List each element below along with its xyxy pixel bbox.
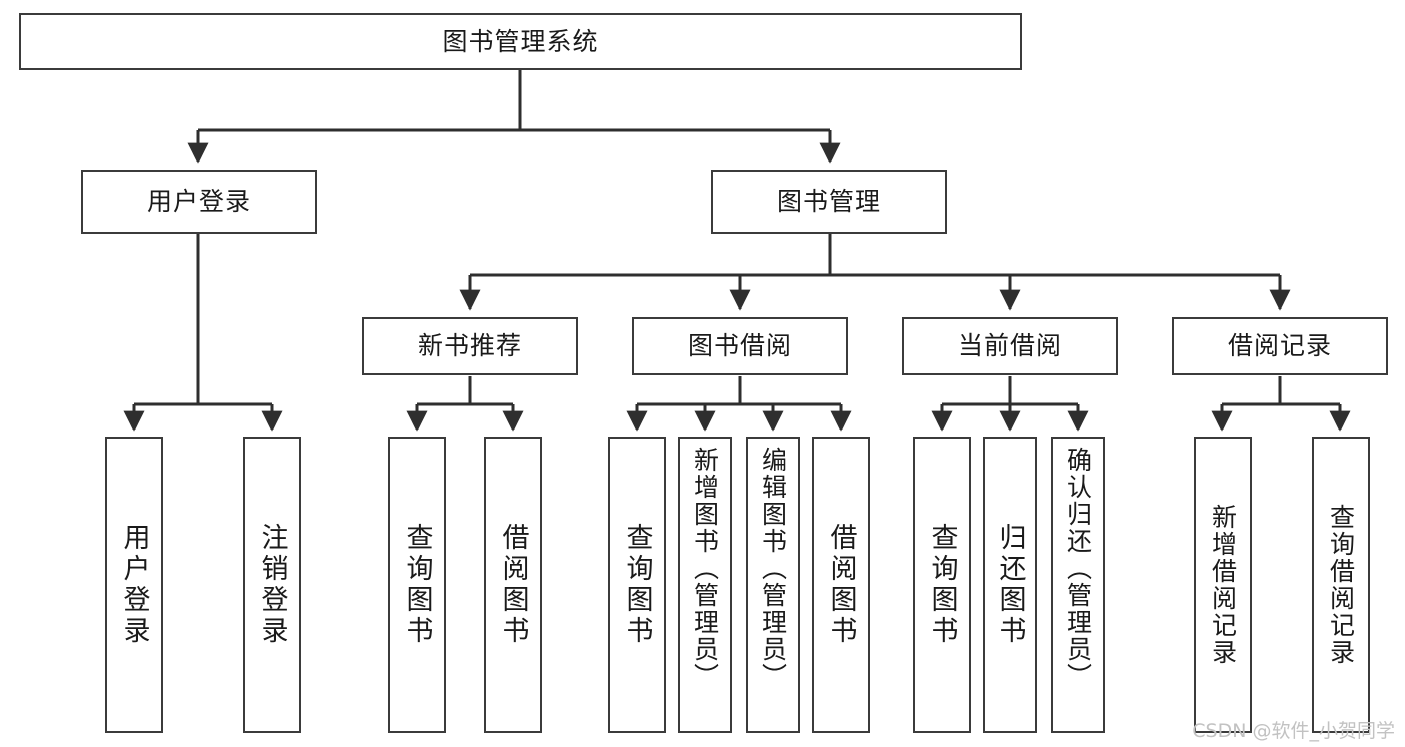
leaf-borrow-add-book-admin[interactable]: 新增图书（管理员） bbox=[678, 437, 732, 733]
node-book-borrow[interactable]: 图书借阅 bbox=[632, 317, 848, 375]
leaf-borrow-query-book[interactable]: 查询图书 bbox=[608, 437, 666, 733]
node-label: 查询借阅记录 bbox=[1326, 504, 1356, 666]
leaf-borrow-edit-book-admin[interactable]: 编辑图书（管理员） bbox=[746, 437, 800, 733]
node-label: 查询图书 bbox=[926, 523, 958, 647]
node-label: 注销登录 bbox=[256, 523, 288, 647]
node-label: 编辑图书（管理员） bbox=[758, 447, 788, 690]
leaf-current-confirm-return-admin[interactable]: 确认归还（管理员） bbox=[1051, 437, 1105, 733]
node-current-borrow[interactable]: 当前借阅 bbox=[902, 317, 1118, 375]
node-label: 用户登录 bbox=[146, 187, 251, 216]
node-label: 图书管理系统 bbox=[442, 26, 599, 56]
node-label: 查询图书 bbox=[401, 523, 433, 647]
node-label: 借阅图书 bbox=[497, 523, 529, 647]
leaf-recommend-borrow-book[interactable]: 借阅图书 bbox=[484, 437, 542, 733]
node-label: 当前借阅 bbox=[957, 331, 1062, 360]
node-label: 查询图书 bbox=[621, 523, 653, 647]
leaf-recommend-query-book[interactable]: 查询图书 bbox=[388, 437, 446, 733]
leaf-user-login-logout[interactable]: 注销登录 bbox=[243, 437, 301, 733]
node-label: 借阅图书 bbox=[825, 523, 857, 647]
node-root-system[interactable]: 图书管理系统 bbox=[19, 13, 1022, 70]
node-user-login[interactable]: 用户登录 bbox=[81, 170, 317, 234]
leaf-records-add-record[interactable]: 新增借阅记录 bbox=[1194, 437, 1252, 733]
node-label: 新增借阅记录 bbox=[1208, 504, 1238, 666]
node-label: 新书推荐 bbox=[417, 331, 522, 360]
node-label: 用户登录 bbox=[118, 523, 150, 647]
node-label: 借阅记录 bbox=[1227, 331, 1332, 360]
leaf-current-return-book[interactable]: 归还图书 bbox=[983, 437, 1037, 733]
node-label: 确认归还（管理员） bbox=[1063, 447, 1093, 690]
node-new-book-recommend[interactable]: 新书推荐 bbox=[362, 317, 578, 375]
leaf-current-query-book[interactable]: 查询图书 bbox=[913, 437, 971, 733]
leaf-records-query-record[interactable]: 查询借阅记录 bbox=[1312, 437, 1370, 733]
node-label: 图书管理 bbox=[776, 187, 881, 216]
node-borrow-records[interactable]: 借阅记录 bbox=[1172, 317, 1388, 375]
leaf-borrow-borrow-book[interactable]: 借阅图书 bbox=[812, 437, 870, 733]
leaf-user-login-login[interactable]: 用户登录 bbox=[105, 437, 163, 733]
node-book-management[interactable]: 图书管理 bbox=[711, 170, 947, 234]
node-label: 新增图书（管理员） bbox=[690, 447, 720, 690]
node-label: 图书借阅 bbox=[687, 331, 792, 360]
node-label: 归还图书 bbox=[994, 523, 1026, 647]
